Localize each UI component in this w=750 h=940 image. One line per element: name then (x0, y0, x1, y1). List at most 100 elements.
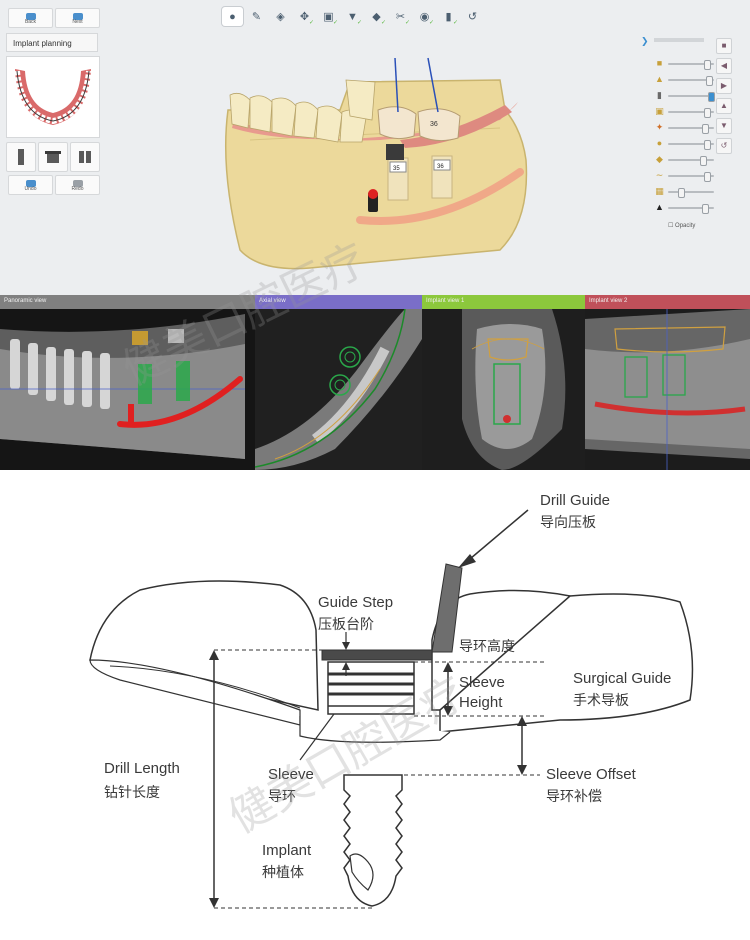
back-button[interactable]: Back (8, 8, 53, 28)
view-left-icon[interactable]: ◀ (716, 58, 732, 74)
ct-implant-view-1[interactable]: Implant view 1 (422, 295, 585, 470)
sleeve-height-label-2: Height (459, 694, 503, 711)
svg-text:36: 36 (430, 121, 438, 128)
ct-view-title: Panoramic view (0, 295, 255, 309)
toolbar-cut-button[interactable]: ✂✓ (395, 11, 410, 26)
guide-icon: ▲ (655, 202, 664, 212)
surgical-guide-label-cn: 手术导板 (573, 692, 629, 708)
cut-icon: ✂ (395, 11, 406, 23)
ct-view-title: Implant view 2 (585, 295, 750, 309)
svg-text:35: 35 (393, 166, 400, 172)
arch-thumbnail[interactable] (6, 56, 100, 138)
toolbar-export-button[interactable]: ↺ (462, 7, 483, 26)
collapse-arrow-icon[interactable]: ❯ (641, 36, 649, 46)
guide-step-label: Guide Step (318, 594, 394, 611)
toolbar-brush-button[interactable]: ✎ (246, 7, 267, 26)
toolbar-layers-button[interactable]: ◈ (270, 7, 291, 26)
slider-row[interactable]: ■ (654, 56, 718, 72)
ct-view-title: Implant view 1 (422, 295, 585, 309)
tooth-check-icon: ◆ (372, 11, 381, 23)
implant-label: Implant (262, 842, 312, 859)
nerve-icon: ∼ (655, 170, 664, 180)
undo-icon (25, 180, 36, 187)
next-button[interactable]: Next (55, 8, 100, 28)
sleeve-icon: ▣ (655, 106, 664, 116)
toolbar-guide-button[interactable]: ▼✓ (347, 10, 362, 27)
view-bottom-icon[interactable]: ▼ (716, 118, 732, 134)
surgical-guide-label: Surgical Guide (573, 670, 672, 687)
undo-button[interactable]: Undo (8, 175, 53, 195)
drill-icon: ▮ (445, 11, 452, 23)
toolbar-tooth-check-button[interactable]: ◆✓ (372, 11, 386, 26)
scan-icon: ▦ (655, 186, 664, 196)
toolbar-crown-button[interactable]: ◉✓ (419, 11, 434, 26)
sleeve-label-cn: 导环 (268, 788, 296, 804)
opacity-checkbox[interactable]: ☐ Opacity (668, 223, 696, 229)
redo-button[interactable]: Redo (55, 175, 100, 195)
visibility-sliders: ■ ▲ ▮ ▣ ✦ ● ◆ ∼ ▦ ▲ (654, 56, 718, 226)
redo-icon (72, 180, 83, 187)
main-toolbar: ● ✎ ◈ ✥✓ ▣✓ ▼✓ ◆✓ ✂✓ ◉✓ ▮✓ ↺ (222, 7, 528, 29)
crowns[interactable]: 36 (377, 106, 461, 142)
ct-axial-view[interactable]: Axial view (255, 295, 422, 470)
view-top-icon[interactable]: ▲ (716, 98, 732, 114)
tooth-icon: ▲ (655, 74, 664, 84)
surgical-guide-diagram: Drill Guide 导向压板 Guide Step 压板台阶 导环高度 Sl… (0, 470, 750, 940)
export-icon: ↺ (467, 11, 478, 23)
view-tools: ■ ◀ ▶ ▲ ▼ ↺ (716, 38, 732, 154)
jaw-3d-model[interactable]: 36 35 36 (200, 50, 540, 280)
slider-row[interactable]: ▣ (654, 104, 718, 120)
abutment-icon (79, 151, 91, 163)
crown-icon: ◉ (419, 11, 430, 23)
ct-panoramic-view[interactable]: Panoramic view (0, 295, 255, 470)
implant-planning-window: Back Next Implant planning Undo Redo ● ✎… (0, 0, 750, 295)
abutment-tool-button[interactable] (70, 142, 100, 172)
slider-row[interactable]: ▲ (654, 72, 718, 88)
slider-row[interactable]: ✦ (654, 120, 718, 136)
guide-icon: ▼ (347, 10, 358, 23)
toolbar-sleeve-button[interactable]: ▣✓ (323, 11, 338, 26)
arrow-left-icon (25, 13, 36, 20)
slider-row[interactable]: ◆ (654, 152, 718, 168)
implant-icon (18, 149, 24, 165)
slider-row[interactable]: ∼ (654, 168, 718, 184)
bone-icon: ◆ (656, 154, 663, 164)
arrow-right-icon (72, 13, 83, 20)
svg-text:36: 36 (437, 164, 444, 170)
panel-header-bar (654, 38, 704, 42)
ct-view-title: Axial view (255, 295, 422, 309)
toolbar-tooth-button[interactable]: ● (222, 7, 243, 26)
slider-row[interactable]: ▦ (654, 184, 718, 200)
implant-position-icon: ✥ (299, 11, 310, 23)
slider-row[interactable]: ▲ (654, 200, 718, 216)
layers-icon: ◈ (276, 11, 285, 23)
toolbar-implant-position-button[interactable]: ✥✓ (299, 11, 314, 26)
implant-label-cn: 种植体 (262, 864, 304, 880)
drill-guide-label: Drill Guide (540, 492, 611, 509)
implant-tool-button[interactable] (6, 142, 36, 172)
sleeve-icon: ▣ (323, 11, 334, 23)
view-right-icon[interactable]: ▶ (716, 78, 732, 94)
drill-guide-label-cn: 导向压板 (540, 514, 596, 530)
sleeve-height-label-1: Sleeve (459, 674, 505, 691)
slider-row[interactable]: ▮ (654, 88, 718, 104)
ct-implant-view-2[interactable]: Implant view 2 (585, 295, 750, 470)
toolbar-drill-button[interactable]: ▮✓ (445, 11, 458, 26)
sleeve-height-label-cn: 导环高度 (459, 638, 515, 654)
sleeve-offset-label: Sleeve Offset (546, 766, 636, 783)
view-front-icon[interactable]: ■ (716, 38, 732, 54)
sleeve-offset-label-cn: 导环补偿 (546, 788, 602, 804)
panel-title: Implant planning (6, 33, 98, 52)
slider-row[interactable]: ● (654, 136, 718, 152)
sleeve-icon (45, 151, 61, 163)
view-reset-icon[interactable]: ↺ (716, 138, 732, 154)
sleeve-label: Sleeve (268, 766, 314, 783)
sleeve-tool-button[interactable] (38, 142, 68, 172)
implant-icon: ▮ (657, 90, 662, 100)
crown-icon: ■ (656, 58, 663, 68)
drill-length-label: Drill Length (104, 760, 180, 777)
drill-icon: ✦ (655, 122, 664, 132)
guide-step-label-cn: 压板台阶 (318, 616, 374, 632)
dental-arch-icon (14, 69, 92, 125)
brush-icon: ✎ (251, 11, 262, 23)
